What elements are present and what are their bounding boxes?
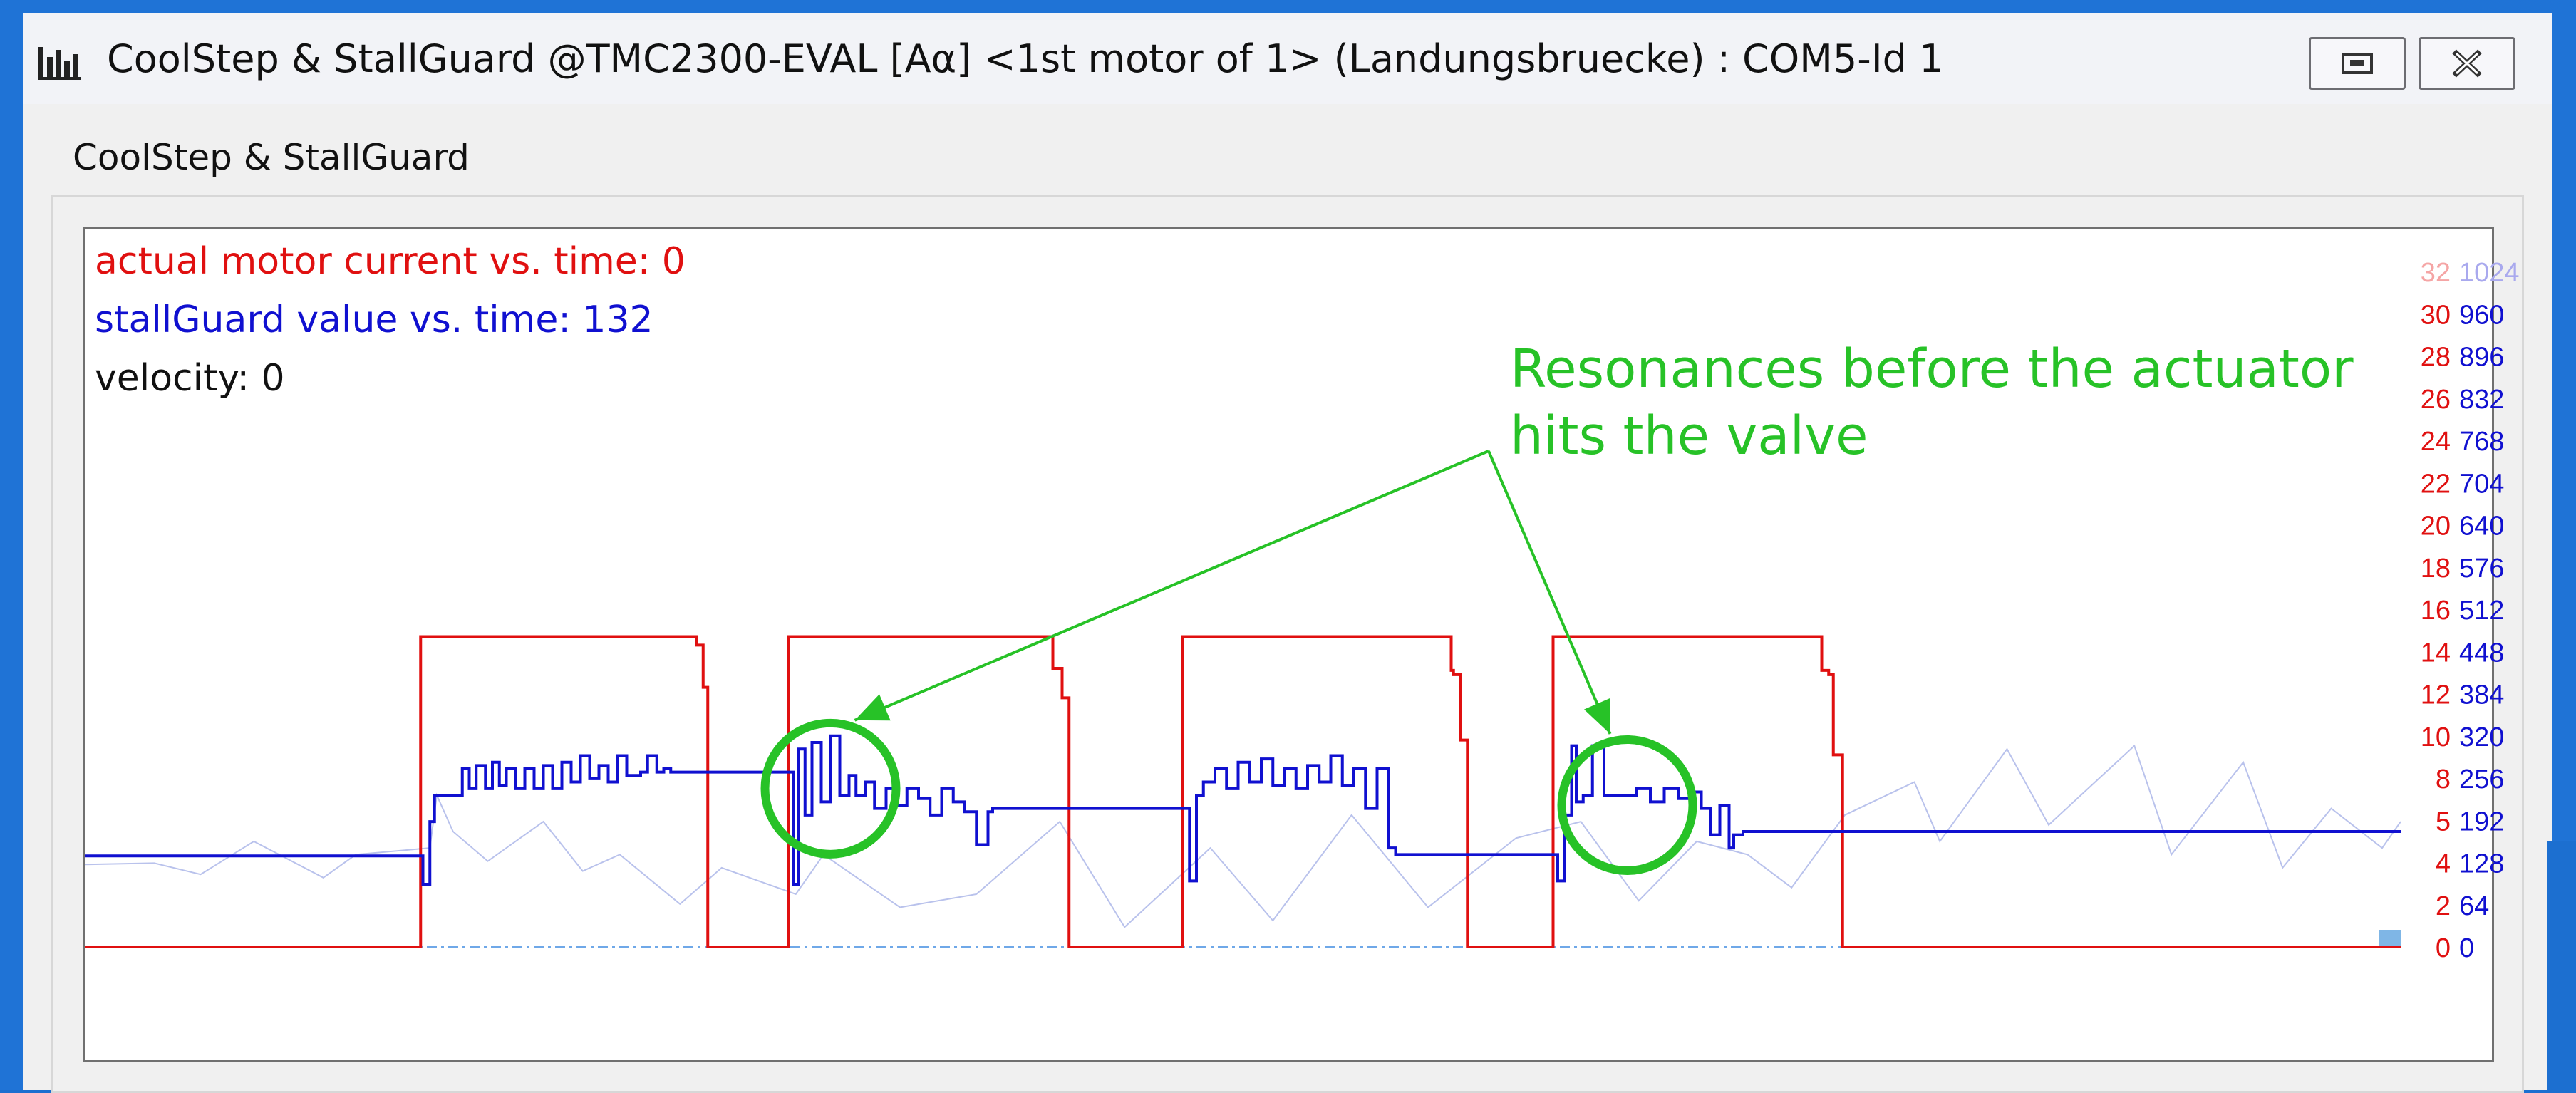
tick-stallguard: 1024 — [2459, 258, 2520, 288]
legend-stallguard: stallGuard value vs. time: 132 — [95, 299, 653, 341]
tick-current: 30 — [2421, 300, 2451, 330]
tick-stallguard: 960 — [2459, 300, 2504, 330]
tick-current: 4 — [2436, 849, 2451, 879]
annotation-line-2: hits the valve — [1510, 405, 1868, 467]
restore-button[interactable] — [2309, 37, 2406, 90]
tick-current: 2 — [2436, 891, 2451, 921]
window-edge — [2547, 841, 2576, 1090]
tick-stallguard: 128 — [2459, 849, 2504, 879]
tick-stallguard: 256 — [2459, 765, 2504, 794]
tick-stallguard: 0 — [2459, 933, 2474, 963]
tick-current: 14 — [2421, 638, 2451, 668]
annotation-text: Resonances before the actuator hits the … — [1510, 336, 2354, 470]
tick-current: 0 — [2436, 933, 2451, 963]
tick-current: 22 — [2421, 469, 2451, 499]
tick-stallguard: 448 — [2459, 638, 2504, 668]
tick-current: 26 — [2421, 385, 2451, 415]
bar-chart-icon — [38, 47, 81, 80]
tick-current: 5 — [2436, 807, 2451, 836]
restore-icon — [2342, 53, 2373, 74]
highlight-circle — [1557, 735, 1697, 875]
tick-current: 18 — [2421, 554, 2451, 584]
close-icon — [2452, 49, 2482, 78]
tick-stallguard: 768 — [2459, 427, 2504, 457]
group-label: CoolStep & StallGuard — [73, 137, 470, 178]
annotation-arrow — [1487, 450, 1612, 735]
tick-stallguard: 640 — [2459, 512, 2504, 542]
tick-stallguard: 192 — [2459, 807, 2504, 836]
tick-stallguard: 320 — [2459, 722, 2504, 752]
legend-current: actual motor current vs. time: 0 — [95, 240, 686, 283]
close-button[interactable] — [2419, 37, 2515, 90]
tick-stallguard: 384 — [2459, 680, 2504, 710]
legend-velocity: velocity: 0 — [95, 357, 285, 400]
baseline-marker — [2379, 930, 2401, 947]
annotation-arrow — [854, 450, 1489, 722]
window-title: CoolStep & StallGuard @TMC2300-EVAL [Aα]… — [107, 36, 1944, 81]
tick-current: 24 — [2421, 427, 2451, 457]
tick-stallguard: 704 — [2459, 469, 2504, 499]
current-line — [85, 635, 2401, 948]
arrow-head — [854, 694, 891, 721]
tick-stallguard: 576 — [2459, 554, 2504, 584]
tick-current: 8 — [2436, 765, 2451, 794]
tick-current: 16 — [2421, 596, 2451, 626]
velocity-line — [84, 744, 2401, 928]
tick-stallguard: 896 — [2459, 343, 2504, 373]
tick-stallguard: 64 — [2459, 891, 2489, 921]
tick-current: 12 — [2421, 680, 2451, 710]
tick-current: 20 — [2421, 512, 2451, 542]
tick-current: 10 — [2421, 722, 2451, 752]
tick-stallguard: 512 — [2459, 596, 2504, 626]
stallguard-line — [85, 734, 2401, 886]
tick-stallguard: 832 — [2459, 385, 2504, 415]
annotation-line-1: Resonances before the actuator — [1510, 338, 2354, 400]
title-bar[interactable]: CoolStep & StallGuard @TMC2300-EVAL [Aα]… — [23, 13, 2552, 104]
arrow-head — [1583, 698, 1610, 734]
coolstep-chart: 0245810121416182022242628303206412819225… — [84, 258, 2520, 963]
tick-current: 28 — [2421, 343, 2451, 373]
tick-current: 32 — [2421, 258, 2451, 288]
highlight-circle — [760, 718, 901, 859]
